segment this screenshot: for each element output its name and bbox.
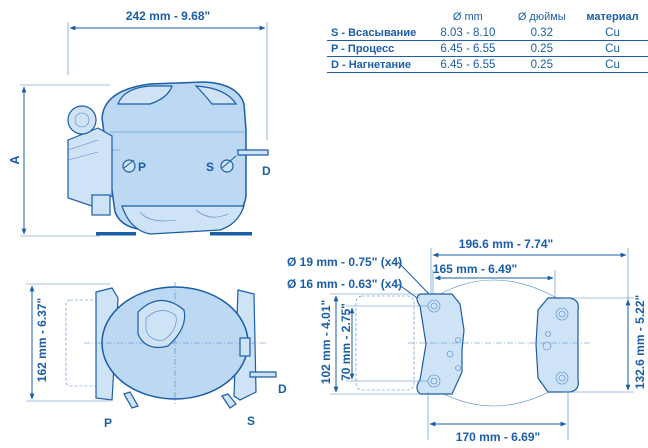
row-inches: 0.25	[506, 40, 578, 57]
width-dimension-label: 242 mm - 9.68"	[126, 9, 210, 23]
base-width-170-label: 170 mm - 6.69"	[456, 430, 540, 444]
discharge-tube-side	[237, 149, 269, 156]
row-material: Cu	[577, 56, 648, 73]
relay-outline-dashed	[65, 299, 101, 387]
table-row: S - Всасывание 8.03 - 8.10 0.32 Cu	[327, 25, 648, 41]
mounting-foot-right	[210, 232, 252, 236]
connector-d-label-top: D	[278, 382, 287, 396]
row-material: Cu	[577, 25, 648, 41]
side-view: 242 mm - 9.68" A P S D	[7, 9, 271, 237]
relay-box	[67, 127, 113, 207]
discharge-tube-top	[249, 371, 277, 378]
row-label: P - Процесс	[327, 40, 430, 57]
mount-depth-102-label: 102 mm - 4.01"	[319, 300, 333, 384]
suction-tube-top	[221, 393, 237, 409]
row-label: D - Нагнетание	[327, 56, 430, 73]
table-row: D - Нагнетание 6.45 - 6.55 0.25 Cu	[327, 56, 648, 73]
mounting-view: 196.6 mm - 7.74" 165 mm - 6.49" Ø 19 mm …	[287, 237, 647, 444]
row-material: Cu	[577, 40, 648, 57]
connector-s-side	[220, 159, 234, 173]
top-view: 162 mm - 6.37" P S D	[26, 282, 287, 430]
table-row: P - Процесс 6.45 - 6.55 0.25 Cu	[327, 40, 648, 57]
terminal-cap	[67, 105, 97, 135]
header-inches: Ø дюймы	[517, 11, 566, 23]
row-mm: 6.45 - 6.55	[429, 56, 507, 73]
table-header-row: Ø mm Ø дюймы материал	[327, 11, 648, 25]
header-empty	[327, 11, 429, 25]
hole-16-label: Ø 16 mm - 0.63" (x4)	[287, 277, 402, 291]
hole-19-label: Ø 19 mm - 0.75" (x4)	[287, 255, 402, 269]
row-mm: 8.03 - 8.10	[429, 25, 507, 41]
mounting-foot-left	[96, 232, 136, 236]
header-material: материал	[586, 11, 639, 23]
row-mm: 6.45 - 6.55	[429, 40, 507, 57]
connector-p-label-top: P	[104, 416, 112, 430]
header-mm: Ø mm	[452, 11, 483, 23]
row-inches: 0.32	[506, 25, 578, 41]
connector-p-label-side: P	[138, 160, 146, 174]
outer-mount-dimension-label: 196.6 mm - 7.74"	[459, 237, 553, 251]
mount-depth-132-label: 132.6 mm - 5.22"	[633, 295, 647, 389]
terminal-fitting-top	[137, 299, 186, 349]
relay-outline-dashed-right	[355, 295, 415, 391]
mount-plate-left	[416, 293, 465, 395]
row-inches: 0.25	[506, 56, 578, 73]
connector-s-label-top: S	[247, 414, 255, 428]
mount-depth-70-label: 70 mm - 2.75"	[339, 303, 353, 381]
compressor-body-side	[101, 81, 247, 231]
mount-plate-right	[535, 297, 579, 393]
row-label: S - Всасывание	[327, 25, 430, 41]
height-dimension-label: A	[7, 155, 22, 165]
process-tube-top	[123, 391, 139, 409]
connector-p-side	[122, 159, 136, 173]
connector-d-label-side: D	[262, 164, 271, 178]
connector-s-label-side: S	[206, 160, 214, 174]
inner-mount-dimension-label: 165 mm - 6.49"	[433, 262, 517, 276]
depth-dimension-label: 162 mm - 6.37"	[35, 298, 49, 382]
connector-spec-table: Ø mm Ø дюймы материал S - Всасывание 8.0…	[327, 11, 648, 73]
